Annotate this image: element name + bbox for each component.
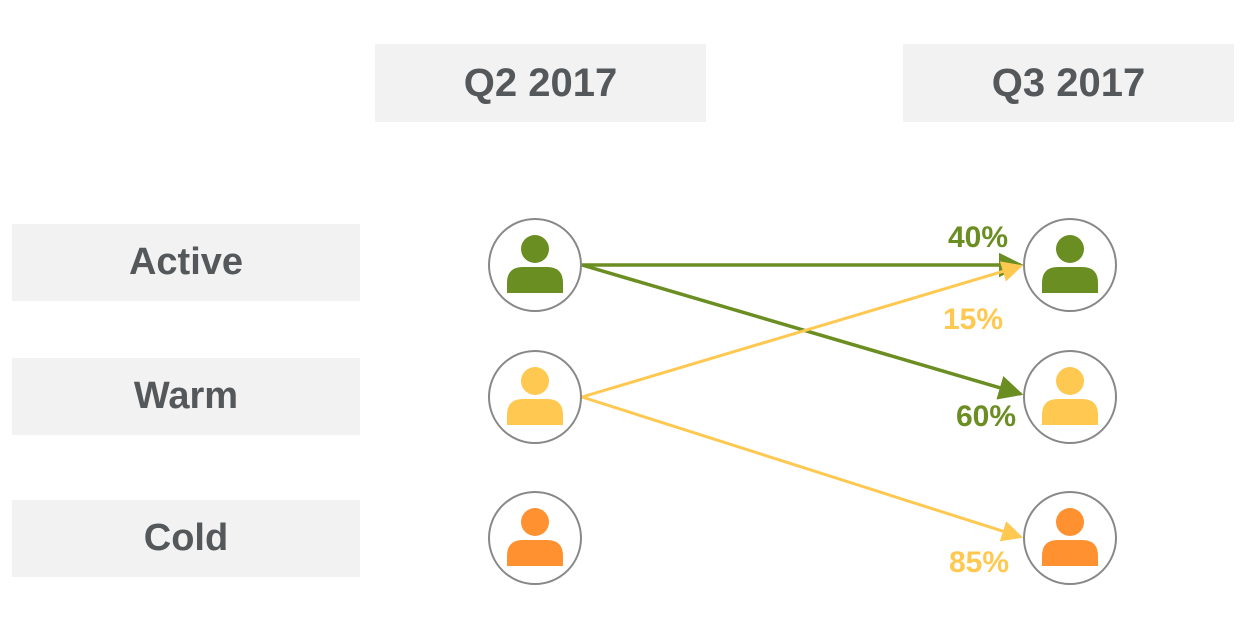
person-icon-q2-cold xyxy=(488,491,582,585)
flow-label-active-to-active: 40% xyxy=(948,221,1008,254)
column-header-q2-2017: Q2 2017 xyxy=(375,44,706,122)
flow-arrow-warm-to-cold xyxy=(581,395,1024,542)
person-icon-q3-warm xyxy=(1023,350,1117,444)
flow-arrow-active-to-warm xyxy=(581,263,1024,400)
flow-label-warm-to-cold: 85% xyxy=(949,546,1009,579)
person-icon-q3-cold xyxy=(1023,491,1117,585)
person-icon-q2-warm xyxy=(488,350,582,444)
flow-label-active-to-warm: 60% xyxy=(956,400,1016,433)
column-header-q3-2017: Q3 2017 xyxy=(903,44,1234,122)
person-icon-q2-active xyxy=(488,218,582,312)
person-icon-q3-active xyxy=(1023,218,1117,312)
row-label-active: Active xyxy=(12,224,360,301)
row-label-cold: Cold xyxy=(12,500,360,577)
flow-arrow-warm-to-active xyxy=(581,261,1024,399)
flow-label-warm-to-active: 15% xyxy=(943,303,1003,336)
row-label-warm: Warm xyxy=(12,358,360,435)
